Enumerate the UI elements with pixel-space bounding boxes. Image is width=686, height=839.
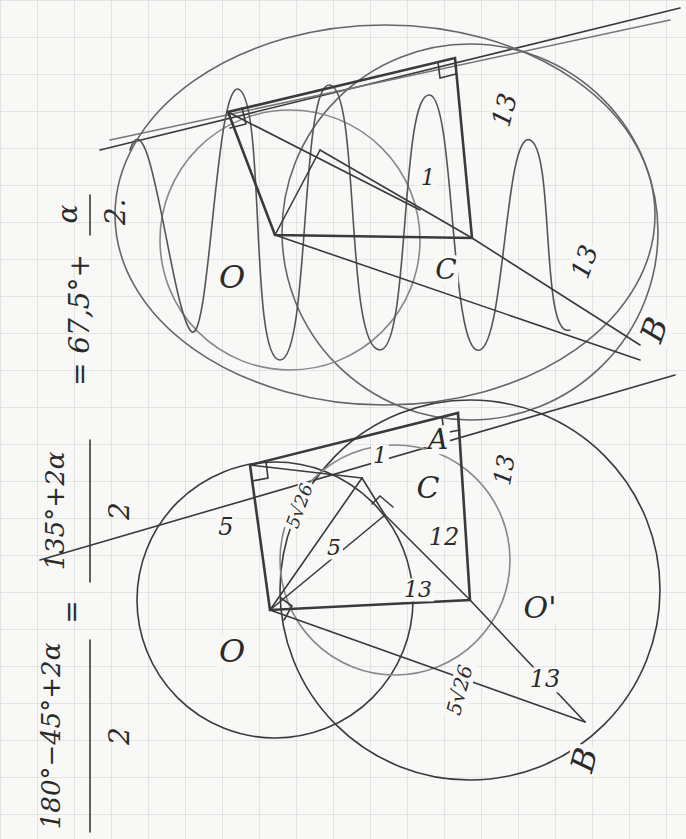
handwritten-label: 13 bbox=[402, 578, 434, 601]
formula-text: 2 bbox=[105, 725, 134, 747]
handwritten-label: 13 bbox=[566, 240, 604, 284]
handwritten-label: 5√26 bbox=[283, 479, 318, 532]
formula-text: 2. bbox=[101, 197, 130, 228]
formula-text: = 67,5°+ bbox=[65, 252, 94, 388]
handwritten-label: 5√26 bbox=[443, 661, 477, 719]
formula-text: 180°−45°+2α bbox=[38, 641, 65, 831]
handwritten-label: A bbox=[426, 425, 450, 454]
handwritten-label: 5 bbox=[216, 515, 235, 540]
handwritten-label: C bbox=[433, 255, 458, 284]
handwritten-label: 5 bbox=[325, 536, 343, 559]
handwritten-label: 13 bbox=[490, 451, 521, 489]
handwritten-label: 1 bbox=[419, 166, 437, 189]
formula-text: α bbox=[53, 203, 82, 226]
handwritten-label: C bbox=[415, 472, 442, 504]
formula-text: = bbox=[57, 598, 86, 625]
handwritten-label: O' bbox=[522, 592, 559, 624]
handwritten-label: 1 bbox=[371, 444, 389, 467]
handwritten-label: O bbox=[217, 635, 247, 669]
handwritten-label: 12 bbox=[427, 525, 462, 550]
handwritten-label: B bbox=[565, 742, 605, 777]
handwritten-label: B bbox=[635, 311, 676, 348]
formula-text: 135°+2α bbox=[42, 450, 69, 573]
handwritten-label: 13 bbox=[528, 667, 563, 692]
formula-text: 2 bbox=[105, 500, 134, 522]
handwritten-label: O bbox=[217, 261, 247, 295]
geometry-sketch bbox=[40, 8, 680, 832]
handwritten-label: 13 bbox=[487, 89, 523, 132]
